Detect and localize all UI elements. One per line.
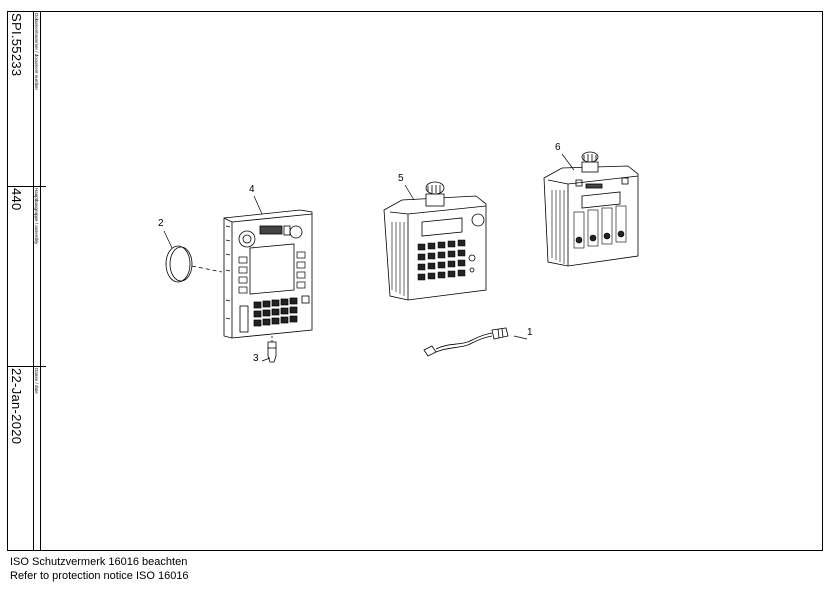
protection-notice-de: ISO Schutzvermerk 16016 beachten (10, 556, 188, 568)
callout-1: 1 (527, 327, 533, 338)
handheld-terminal-display (223, 209, 313, 363)
title-block-divider (7, 186, 46, 187)
callout-5: 5 (398, 173, 404, 184)
protection-notice-en: Refer to protection notice ISO 16016 (10, 570, 189, 582)
title-block-divider (33, 11, 34, 551)
callout-2: 2 (158, 218, 164, 229)
callout-4: 4 (249, 184, 255, 195)
pendant-keypad (383, 181, 487, 301)
drawing-frame (7, 11, 823, 551)
callout-3: 3 (253, 353, 259, 364)
title-block-divider (7, 366, 46, 367)
pendant-switches (543, 151, 639, 267)
callout-6: 6 (555, 142, 561, 153)
title-block-divider (40, 11, 41, 551)
disc-part (165, 245, 223, 283)
connection-cable (423, 327, 509, 357)
title-block (7, 11, 46, 551)
leader-lines (163, 153, 575, 362)
